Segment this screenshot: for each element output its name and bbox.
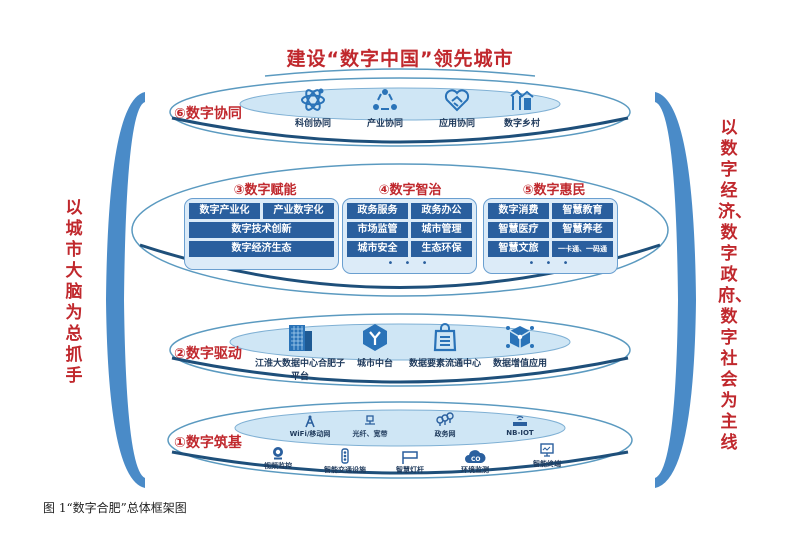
street-lamp-icon bbox=[402, 451, 418, 464]
foundation-outer-item: 智慧灯杆 bbox=[385, 450, 435, 475]
foundation-shadow bbox=[171, 450, 629, 475]
foundation-inner-item: 光纤、宽带 bbox=[340, 414, 400, 439]
foundation-item-label: 政务网 bbox=[434, 430, 456, 438]
livelihood-cell: 智慧医疗 bbox=[488, 222, 549, 238]
more-indicator: • • • bbox=[528, 258, 573, 269]
signal-tower-icon bbox=[305, 415, 315, 428]
collab-item-label: 应用协同 bbox=[438, 119, 475, 129]
livelihood-cell: 智慧养老 bbox=[552, 222, 613, 238]
collab-item-application: 应用协同 bbox=[427, 88, 487, 129]
svg-text:CO: CO bbox=[471, 456, 481, 463]
driving-label: ②数字驱动 bbox=[174, 346, 242, 362]
foundation-outer-item: 视频监控 bbox=[253, 446, 303, 471]
village-house-icon bbox=[510, 89, 534, 110]
diagram-title: 建设“数字中国”领先城市 bbox=[286, 48, 514, 70]
foundation-item-label: 智能终端 bbox=[533, 460, 561, 468]
empowerment-cell: 数字经济生态 bbox=[189, 241, 334, 257]
foundation-item-label: 视频监控 bbox=[264, 462, 292, 470]
governance-cell: 城市安全 bbox=[347, 241, 408, 257]
foundation-inner-ellipse bbox=[234, 409, 566, 447]
driving-item-city-platform: 城市中台 bbox=[345, 322, 405, 369]
foundation-outer-item: CO 环境监测 bbox=[450, 448, 500, 475]
driving-item-label: 数据要素流通中心 bbox=[408, 359, 481, 369]
shopping-bag-list-icon bbox=[433, 323, 457, 352]
foundation-outer-item: 智能交通设施 bbox=[315, 448, 375, 475]
foundation-inner-item: WiFi/移动网 bbox=[280, 414, 340, 439]
empowerment-cell: 数字技术创新 bbox=[189, 222, 334, 238]
livelihood-cell: 智慧文旅 bbox=[488, 241, 549, 257]
foundation-inner-item: NB-IOT bbox=[495, 414, 545, 437]
co2-cloud-icon: CO bbox=[465, 450, 486, 463]
empowerment-label: ③数字赋能 bbox=[233, 183, 297, 198]
foundation-item-label: 智慧灯杆 bbox=[396, 466, 424, 474]
foundation-label: ①数字筑基 bbox=[174, 435, 242, 451]
foundation-item-label: WiFi/移动网 bbox=[289, 430, 331, 438]
more-indicator: • • • bbox=[387, 258, 432, 269]
traffic-light-icon bbox=[341, 448, 349, 464]
empowerment-panel: 数字产业化 产业数字化 数字技术创新 数字经济生态 bbox=[184, 198, 339, 270]
governance-cell: 生态环保 bbox=[411, 241, 472, 257]
collaboration-shadow bbox=[171, 116, 629, 144]
collab-item-science: 科创协同 bbox=[283, 88, 343, 129]
empowerment-cell: 产业数字化 bbox=[263, 203, 334, 219]
foundation-item-label: 环境监测 bbox=[461, 466, 489, 474]
terminal-screen-icon bbox=[540, 443, 554, 457]
right-brace bbox=[655, 92, 696, 488]
livelihood-cell: 一卡通、一码通 bbox=[552, 241, 613, 257]
hexagon-y-icon bbox=[363, 324, 387, 351]
governance-label: ④数字智治 bbox=[378, 183, 442, 198]
governance-cell: 政务服务 bbox=[347, 203, 408, 219]
share-nodes-icon bbox=[373, 89, 397, 110]
location-pins-icon bbox=[436, 412, 454, 426]
collab-item-label: 数字乡村 bbox=[503, 119, 540, 129]
driving-inner-ellipse bbox=[229, 323, 571, 361]
collab-item-label: 科创协同 bbox=[294, 119, 331, 129]
driving-item-data-circulation: 数据要素流通中心 bbox=[405, 322, 485, 369]
governance-panel: 政务服务 政务办公 市场监管 城市管理 城市安全 生态环保 • • • bbox=[342, 198, 477, 274]
right-side-text: 以数字经济、数字政府、数字社会为主线 bbox=[718, 118, 752, 453]
collab-item-village: 数字乡村 bbox=[492, 88, 552, 129]
cube-network-icon bbox=[506, 326, 534, 348]
livelihood-cell: 数字消费 bbox=[488, 203, 549, 219]
collaboration-label: ⑥数字协同 bbox=[174, 106, 242, 122]
driving-item-label: 城市中台 bbox=[356, 359, 393, 369]
driving-item-label: 江淮大数据中心合肥子平台 bbox=[255, 359, 346, 382]
foundation-inner-item: 政务网 bbox=[415, 412, 475, 439]
camera-icon bbox=[273, 447, 283, 460]
foundation-item-label: 光纤、宽带 bbox=[352, 430, 388, 438]
router-icon bbox=[513, 416, 527, 426]
left-brace bbox=[106, 92, 145, 488]
livelihood-label: ⑤数字惠民 bbox=[522, 183, 586, 198]
heart-handshake-icon bbox=[444, 89, 470, 112]
collab-item-label: 产业协同 bbox=[366, 119, 403, 129]
title-arc bbox=[264, 68, 536, 77]
atom-icon bbox=[301, 88, 325, 111]
foundation-item-label: 智能交通设施 bbox=[324, 466, 366, 474]
figure-caption: 图 1“数字合肥”总体框架图 bbox=[43, 501, 187, 515]
livelihood-panel: 数字消费 智慧教育 智慧医疗 智慧养老 智慧文旅 一卡通、一码通 • • • bbox=[483, 198, 618, 274]
driving-item-data-center: 江淮大数据中心合肥子平台 bbox=[255, 322, 345, 382]
foundation-outer-item: 智能终端 bbox=[522, 442, 572, 469]
governance-cell: 城市管理 bbox=[411, 222, 472, 238]
foundation-item-label: NB-IOT bbox=[506, 429, 534, 437]
driving-shadow bbox=[171, 356, 629, 384]
left-side-text: 以城市大脑为总抓手 bbox=[65, 198, 83, 386]
collab-item-industry: 产业协同 bbox=[355, 88, 415, 129]
driving-item-value-added: 数据增值应用 bbox=[485, 322, 555, 369]
livelihood-cell: 智慧教育 bbox=[552, 203, 613, 219]
governance-cell: 市场监管 bbox=[347, 222, 408, 238]
empowerment-cell: 数字产业化 bbox=[189, 203, 260, 219]
driving-item-label: 数据增值应用 bbox=[492, 359, 547, 369]
governance-cell: 政务办公 bbox=[411, 203, 472, 219]
fiber-network-icon bbox=[365, 415, 375, 425]
data-center-building-icon bbox=[289, 325, 312, 351]
